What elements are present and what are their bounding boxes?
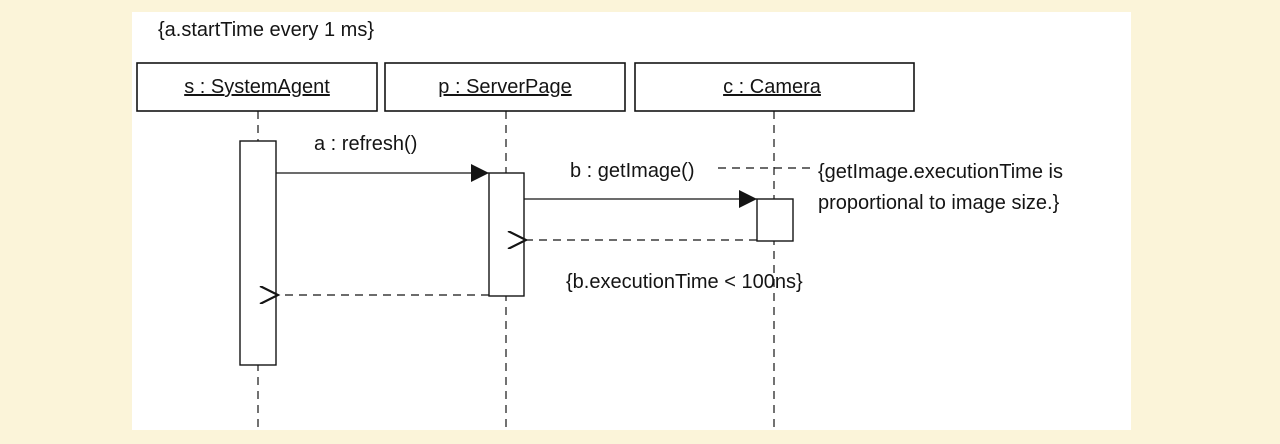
lifeline-head-system-agent: s : SystemAgent <box>136 62 378 112</box>
activation-bar-system-agent <box>239 140 277 366</box>
activation-bar-camera <box>756 198 794 242</box>
timing-constraint-label: {a.startTime every 1 ms} <box>158 19 374 41</box>
lifeline-label-system-agent: s : SystemAgent <box>184 76 330 98</box>
message-label-refresh: a : refresh() <box>314 133 417 155</box>
lifeline-label-camera: c : Camera <box>723 76 822 98</box>
activation-bar-server-page <box>488 172 525 297</box>
note-execution-time-line1: {getImage.executionTime is <box>818 161 1063 183</box>
lifeline-head-camera: c : Camera <box>634 62 915 112</box>
note-execution-time-line2: proportional to image size.} <box>818 192 1060 214</box>
note-deadline: {b.executionTime < 100ns} <box>566 271 803 293</box>
message-label-get-image: b : getImage() <box>570 160 695 182</box>
diagram-canvas: {a.startTime every 1 ms} s : SystemAgent… <box>132 12 1131 430</box>
lifeline-head-server-page: p : ServerPage <box>384 62 626 112</box>
lifeline-label-server-page: p : ServerPage <box>438 76 571 98</box>
